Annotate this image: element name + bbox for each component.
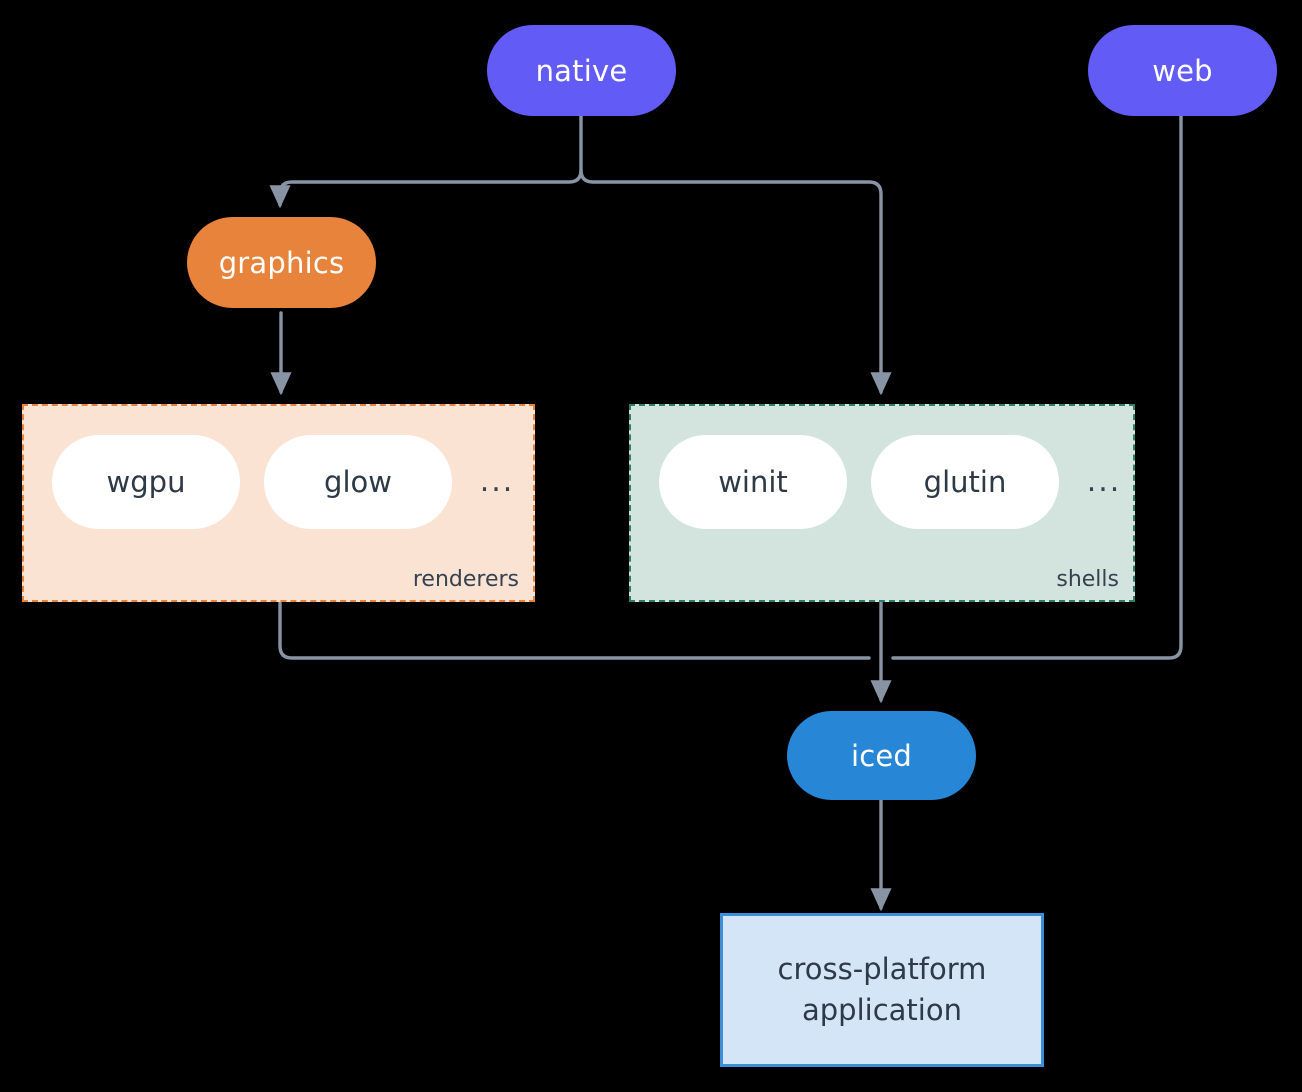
chip-winit[interactable]: winit [659,435,847,529]
edge-renderers-to-iced [278,601,871,660]
chip-wgpu[interactable]: wgpu [52,435,240,529]
node-application-line1: cross-platform [777,951,987,986]
shells-overflow-label: ... [1086,464,1122,499]
renderers-overflow-ellipsis: ... [474,464,520,500]
node-iced[interactable]: iced [787,711,976,800]
node-application[interactable]: cross-platform application [720,913,1044,1067]
node-graphics[interactable]: graphics [187,217,376,308]
chip-glow[interactable]: glow [264,435,452,529]
chip-winit-label: winit [718,465,788,499]
node-application-line2: application [802,993,962,1027]
shells-overflow-ellipsis: ... [1081,464,1127,500]
group-renderers-label: renderers [412,567,519,592]
edge-native-to-shells [579,168,892,396]
node-native-label: native [535,53,628,88]
chip-wgpu-label: wgpu [106,465,186,499]
node-web[interactable]: web [1088,25,1277,116]
group-shells-label: shells [1056,567,1119,592]
group-renderers: wgpu glow ... renderers [22,404,535,602]
node-native[interactable]: native [487,25,676,116]
node-iced-label: iced [850,738,913,773]
renderers-overflow-label: ... [479,464,515,499]
group-shells: winit glutin ... shells [629,404,1135,602]
node-web-label: web [1152,53,1213,88]
chip-glow-label: glow [324,465,392,499]
edge-native-to-graphics [269,111,583,209]
node-application-text: cross-platform application [778,949,987,1031]
chip-glutin[interactable]: glutin [871,435,1059,529]
chip-glutin-label: glutin [923,465,1007,499]
node-graphics-label: graphics [218,245,345,280]
